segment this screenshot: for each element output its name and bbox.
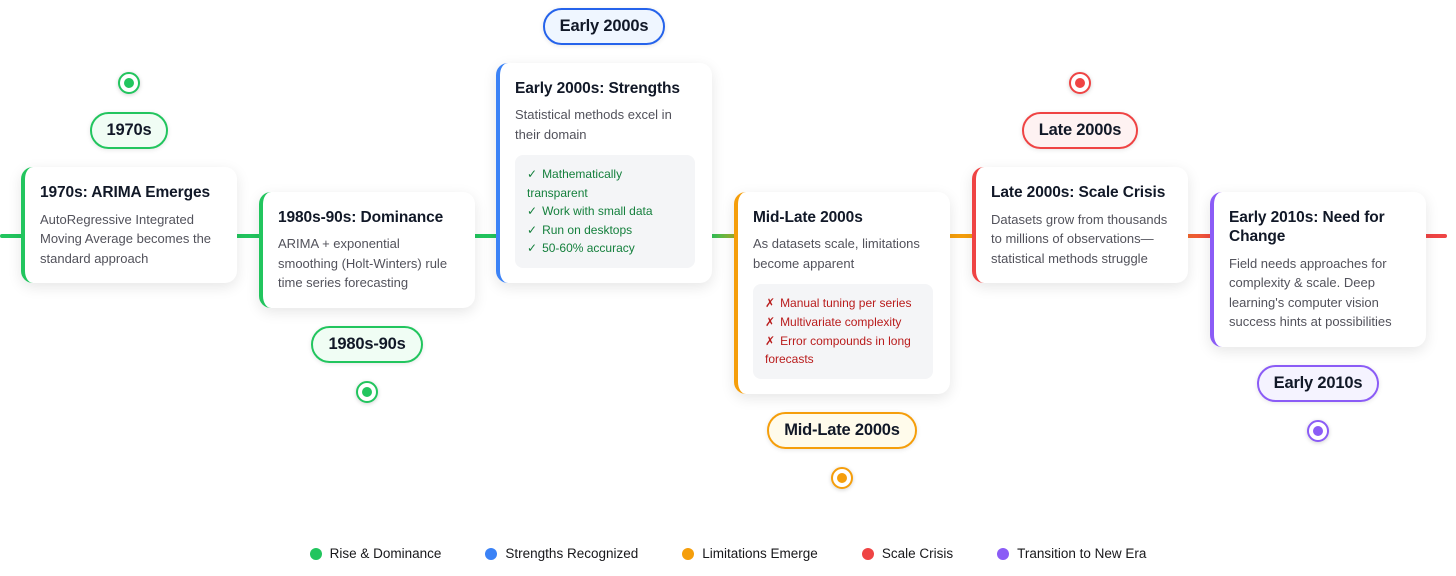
timeline-node-1970s: 1970s 1970s: ARIMA Emerges AutoRegressiv… (21, 72, 237, 283)
era-card-early-2000s: Early 2000s: Strengths Statistical metho… (496, 62, 712, 283)
marker-inner-dot (837, 472, 847, 483)
marker-inner-dot (1313, 425, 1323, 436)
cross-icon: ✗ (765, 296, 776, 311)
check-icon: ✓ (527, 241, 538, 256)
timeline-node-early-2000s: Early 2000s Early 2000s: Strengths Stati… (496, 0, 712, 283)
era-card-late-2000s: Late 2000s: Scale Crisis Datasets grow f… (972, 167, 1188, 283)
strength-item: ✓ Work with small data (527, 202, 683, 221)
timeline-marker-dot (1307, 419, 1329, 442)
timeline-node-1980s-90s: 1980s-90s: Dominance ARIMA + exponential… (259, 192, 475, 403)
era-pill-late-2000s[interactable]: Late 2000s (1021, 112, 1139, 150)
marker-inner-dot (124, 78, 134, 89)
cross-icon: ✗ (765, 333, 776, 348)
strength-item: ✓ Run on desktops (527, 221, 683, 240)
limitation-item: ✗ Manual tuning per series (765, 294, 921, 313)
marker-inner-dot (362, 386, 372, 397)
check-icon: ✓ (527, 204, 538, 219)
limitation-text: Manual tuning per series (780, 296, 912, 311)
timeline-node-late-2000s: Late 2000s Late 2000s: Scale Crisis Data… (972, 72, 1188, 283)
legend-dot-blue (485, 547, 498, 560)
era-pill-1970s[interactable]: 1970s (89, 112, 169, 150)
era-card-early-2010s: Early 2010s: Need for Change Field needs… (1210, 192, 1426, 347)
strength-item: ✓Mathematically transparent (527, 165, 683, 202)
card-title: Late 2000s: Scale Crisis (991, 184, 1166, 202)
card-description: Statistical methods excel in their domai… (515, 107, 672, 142)
card-description: Field needs approaches for complexity & … (1229, 255, 1392, 330)
era-pill-mid-late-2000s[interactable]: Mid-Late 2000s (767, 411, 917, 449)
legend-item-strengths-recognized: Strengths Recognized (485, 546, 638, 561)
timeline-marker-dot (118, 72, 140, 95)
era-card-1980s-90s: 1980s-90s: Dominance ARIMA + exponential… (259, 192, 475, 308)
card-title: Early 2010s: Need for Change (1229, 209, 1385, 246)
timeline-marker-dot (356, 380, 378, 403)
limitations-list: ✗ Manual tuning per series ✗ Multivariate … (753, 284, 933, 379)
timeline-spine (0, 234, 1447, 238)
legend-dot-green (309, 547, 322, 560)
limitation-item: ✗Error compounds in long forecasts (765, 332, 921, 369)
legend-label: Limitations Emerge (702, 546, 818, 561)
legend-item-scale-crisis: Scale Crisis (861, 546, 954, 561)
legend-dot-amber (682, 547, 695, 560)
legend-label: Strengths Recognized (505, 546, 639, 561)
era-card-1970s: 1970s: ARIMA Emerges AutoRegressive Inte… (21, 167, 237, 283)
legend-item-rise-dominance: Rise & Dominance (309, 546, 442, 561)
card-title: 1970s: ARIMA Emerges (40, 184, 211, 202)
card-description: ARIMA + exponential smoothing (Holt-Wint… (278, 236, 448, 291)
strength-text: Run on desktops (542, 222, 633, 237)
strength-text: 50-60% accuracy (542, 241, 635, 256)
legend-label: Rise & Dominance (329, 546, 442, 561)
card-description: AutoRegressive Integrated Moving Average… (40, 211, 212, 266)
legend-item-transition-new-era: Transition to New Era (997, 546, 1146, 561)
card-title: 1980s-90s: Dominance (278, 209, 444, 226)
limitation-text: Error compounds in long forecasts (765, 333, 911, 367)
legend-item-limitations-emerge: Limitations Emerge (682, 546, 818, 561)
limitation-text: Multivariate complexity (780, 314, 902, 329)
check-icon: ✓ (527, 167, 538, 182)
card-title: Early 2000s: Strengths (515, 79, 680, 97)
strength-text: Work with small data (542, 204, 653, 219)
card-title: Mid-Late 2000s (753, 209, 863, 226)
card-description: Datasets grow from thousands to millions… (991, 211, 1168, 266)
era-pill-1980s-90s[interactable]: 1980s-90s (311, 325, 423, 363)
check-icon: ✓ (527, 222, 538, 237)
timeline-marker-dot (1069, 72, 1091, 95)
timeline-marker-dot (831, 466, 853, 489)
era-pill-early-2000s[interactable]: Early 2000s (542, 7, 666, 45)
era-card-mid-late-2000s: Mid-Late 2000s As datasets scale, limita… (734, 192, 950, 394)
legend-label: Scale Crisis (881, 546, 954, 561)
strength-text: Mathematically transparent (527, 167, 623, 200)
marker-inner-dot (1075, 78, 1085, 89)
legend-label: Transition to New Era (1017, 546, 1147, 561)
limitation-item: ✗ Multivariate complexity (765, 313, 921, 332)
cross-icon: ✗ (765, 314, 776, 329)
timeline-node-mid-late-2000s: Mid-Late 2000s As datasets scale, limita… (734, 192, 950, 489)
timeline-node-early-2010s: Early 2010s: Need for Change Field needs… (1210, 192, 1426, 442)
strengths-list: ✓Mathematically transparent ✓Work with s… (515, 155, 695, 268)
legend-dot-red (861, 547, 874, 560)
legend: Rise & Dominance Strengths Recognized Li… (0, 546, 1456, 561)
legend-dot-violet (997, 547, 1010, 560)
era-pill-early-2010s[interactable]: Early 2010s (1256, 364, 1380, 402)
card-description: As datasets scale, limitations become ap… (753, 236, 920, 271)
strength-item: ✓ 50-60% accuracy (527, 239, 683, 258)
